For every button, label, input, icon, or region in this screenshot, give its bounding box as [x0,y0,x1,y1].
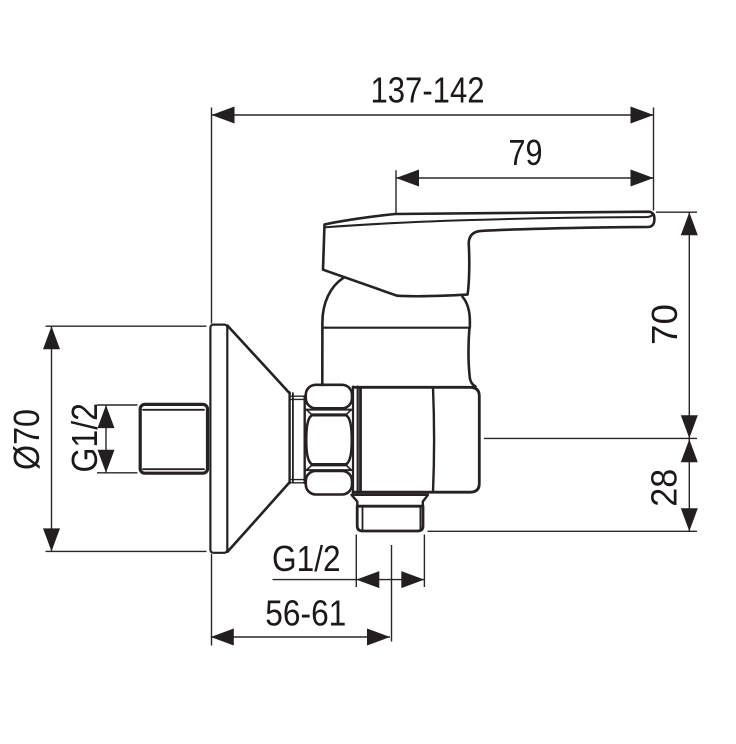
svg-text:28: 28 [644,469,685,507]
svg-text:79: 79 [509,132,543,173]
svg-text:G1/2: G1/2 [272,538,341,579]
svg-text:G1/2: G1/2 [64,403,105,473]
svg-text:56-61: 56-61 [265,592,346,633]
svg-text:Ø70: Ø70 [6,409,47,470]
svg-text:70: 70 [644,304,685,345]
svg-text:137-142: 137-142 [371,69,485,110]
